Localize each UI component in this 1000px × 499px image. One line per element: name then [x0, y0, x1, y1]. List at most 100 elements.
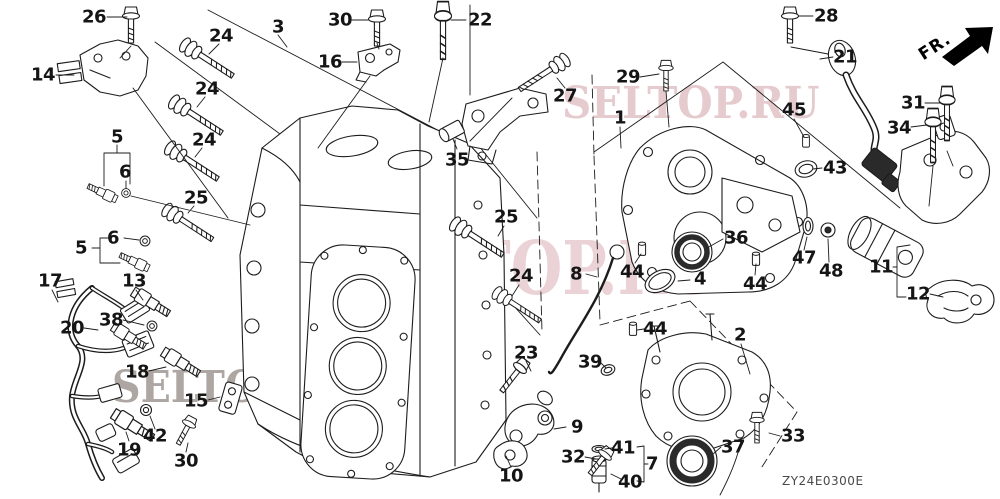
callout-48: 48 — [818, 260, 844, 282]
group-dashed-lines — [536, 74, 798, 471]
callout-25: 25 — [183, 187, 209, 209]
fr-arrow-icon — [942, 27, 993, 66]
bolt-29 — [658, 59, 674, 92]
leader-lines — [51, 15, 954, 483]
callout-24: 24 — [508, 265, 534, 287]
part-code: ZY24E0300E — [782, 474, 864, 488]
callout-9: 9 — [570, 416, 584, 438]
callout-28: 28 — [813, 5, 839, 27]
callout-38: 38 — [98, 309, 124, 331]
callout-40: 40 — [617, 471, 643, 493]
bolt-28 — [780, 6, 800, 44]
callout-18: 18 — [124, 361, 150, 383]
callout-22: 22 — [467, 9, 493, 31]
washer-38 — [146, 320, 158, 332]
callout-44: 44 — [619, 261, 645, 283]
collar-35 — [438, 119, 465, 143]
callout-19: 19 — [116, 439, 142, 461]
washer-6a — [121, 188, 131, 198]
bolt-30-bottom — [171, 413, 200, 449]
callout-5: 5 — [110, 126, 124, 148]
callout-41: 41 — [610, 437, 636, 459]
o-ring-43-inner — [798, 163, 814, 175]
lower-cover-plate — [640, 313, 771, 452]
callout-33: 33 — [780, 425, 806, 447]
callout-34: 34 — [886, 117, 912, 139]
callout-4: 4 — [693, 268, 707, 290]
bolt-30-top — [367, 9, 387, 47]
callout-24: 24 — [191, 129, 217, 151]
callout-37: 37 — [720, 436, 746, 458]
callout-25: 25 — [493, 206, 519, 228]
grommet-48-center — [824, 226, 832, 234]
washer-42 — [139, 403, 153, 417]
callout-11: 11 — [868, 256, 894, 278]
callout-20: 20 — [59, 317, 85, 339]
mount-plate-15 — [218, 381, 243, 415]
oil-pump-plate — [621, 126, 808, 295]
callout-43: 43 — [822, 157, 848, 179]
callout-10: 10 — [498, 465, 524, 487]
clamp-12 — [925, 279, 995, 324]
gasket-4 — [644, 268, 676, 294]
o-ring-39 — [600, 364, 616, 376]
callout-30: 30 — [173, 450, 199, 472]
callout-32: 32 — [560, 446, 586, 468]
dowel-pin-44a — [637, 241, 647, 256]
callout-6: 6 — [106, 227, 120, 249]
callout-13: 13 — [121, 270, 147, 292]
oil-seal-36 — [671, 231, 713, 273]
callout-44: 44 — [742, 273, 768, 295]
pump-assembly-11 — [847, 113, 991, 278]
washer-23 — [537, 390, 553, 406]
callout-3: 3 — [271, 16, 285, 38]
callout-36: 36 — [723, 227, 749, 249]
callout-27: 27 — [552, 85, 578, 107]
o-ring-39-inner — [603, 366, 613, 374]
callout-16: 16 — [317, 51, 343, 73]
callout-12: 12 — [905, 283, 931, 305]
callout-35: 35 — [444, 149, 470, 171]
callout-17: 17 — [37, 270, 63, 292]
engine-hanger-bracket — [461, 87, 549, 165]
callout-26: 26 — [81, 6, 107, 28]
anchor-arm-10 — [493, 440, 528, 470]
callout-8: 8 — [569, 263, 583, 285]
callout-14: 14 — [30, 64, 56, 86]
bolt-26 — [121, 6, 141, 44]
dowel-pin-44b — [751, 251, 761, 266]
washer-6b — [139, 235, 151, 247]
callout-15: 15 — [183, 390, 209, 412]
callout-24: 24 — [208, 25, 234, 47]
callout-29: 29 — [615, 66, 641, 88]
callout-31: 31 — [900, 92, 926, 114]
sensor-21 — [827, 39, 901, 193]
callout-47: 47 — [791, 247, 817, 269]
sensor-18 — [158, 344, 203, 381]
callout-5: 5 — [74, 237, 88, 259]
bracket-curve-2 — [719, 440, 742, 496]
dipstick-8 — [547, 244, 625, 375]
head-gasket — [300, 244, 416, 480]
dowel-pin-44c — [628, 321, 638, 336]
callout-45: 45 — [781, 99, 807, 121]
callout-2: 2 — [733, 324, 747, 346]
callout-23: 23 — [513, 342, 539, 364]
joint-bolt-5a — [85, 180, 120, 205]
callout-30: 30 — [327, 9, 353, 31]
callout-1: 1 — [613, 107, 627, 129]
washer-47-inner — [804, 220, 812, 232]
callout-7: 7 — [645, 453, 659, 475]
callout-42: 42 — [142, 425, 168, 447]
callout-21: 21 — [832, 46, 858, 68]
bolt-22 — [433, 0, 453, 61]
callout-44: 44 — [642, 318, 668, 340]
washer-47 — [802, 216, 814, 236]
oil-seal-37 — [666, 435, 718, 487]
callout-39: 39 — [577, 351, 603, 373]
callout-6: 6 — [118, 161, 132, 183]
wire-harness-17 — [54, 278, 155, 481]
callout-24: 24 — [194, 78, 220, 100]
